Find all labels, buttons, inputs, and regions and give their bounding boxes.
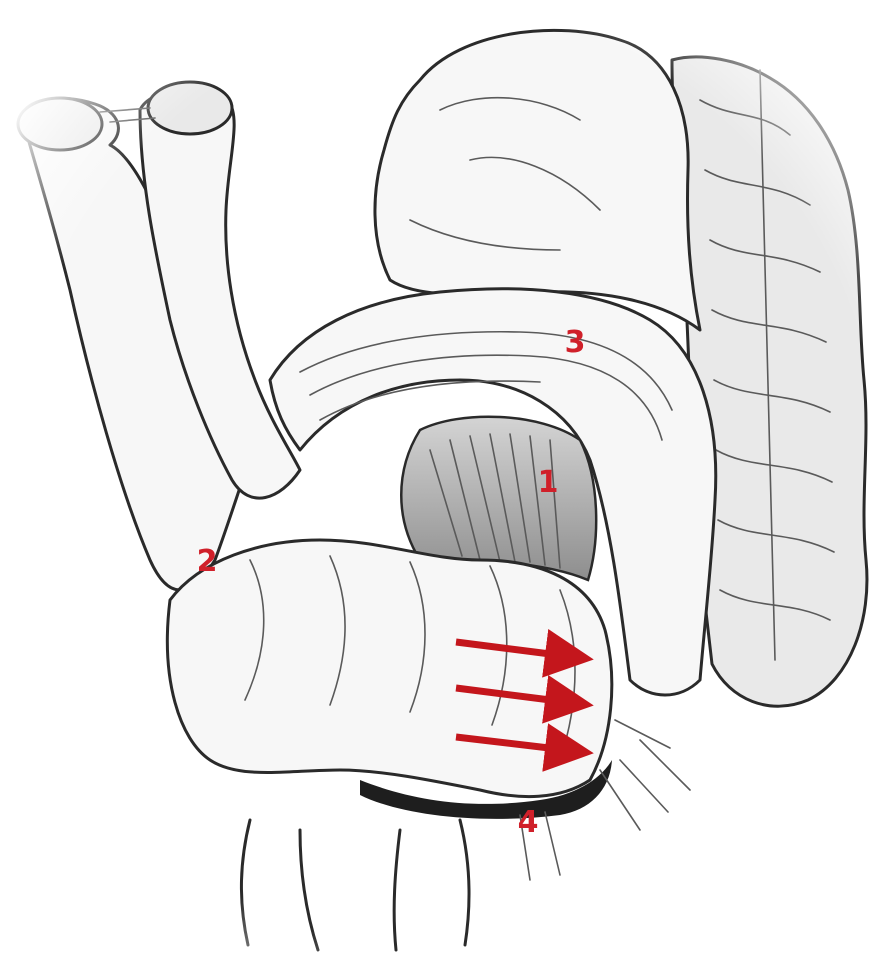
label-4: 4 xyxy=(518,805,539,840)
label-1: 1 xyxy=(538,465,559,500)
label-2: 2 xyxy=(197,544,218,579)
label-3: 3 xyxy=(565,325,586,360)
